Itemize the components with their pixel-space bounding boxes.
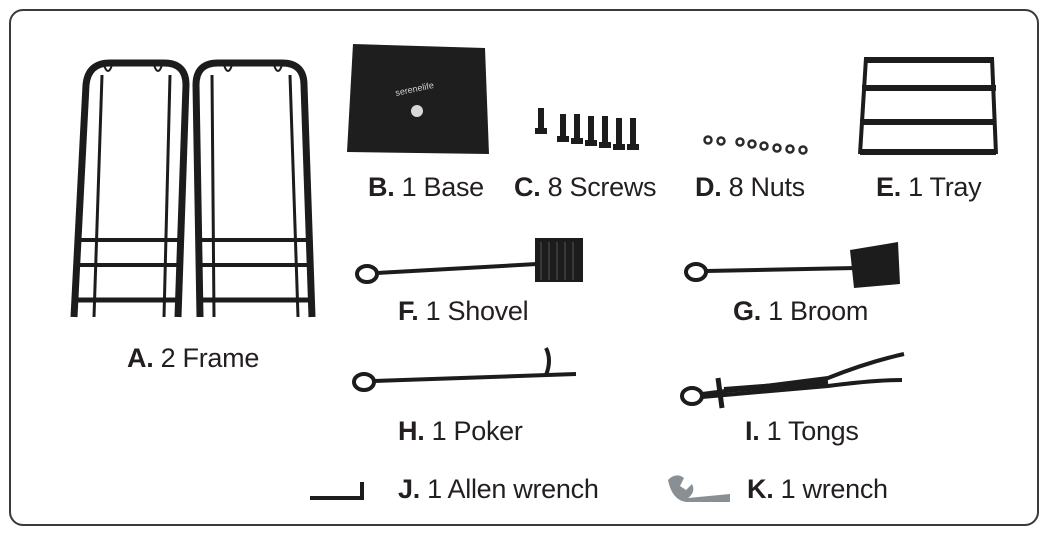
nuts-image: [703, 135, 808, 155]
part-letter-d: D.: [695, 172, 722, 202]
part-label-f: F. 1 Shovel: [398, 296, 529, 327]
part-text-j: 1 Allen wrench: [427, 474, 599, 504]
part-letter-f: F.: [398, 296, 419, 326]
part-letter-a: A.: [127, 343, 154, 373]
part-text-h: 1 Poker: [431, 416, 523, 446]
part-text-d: 8 Nuts: [728, 172, 806, 202]
part-letter-g: G.: [733, 296, 761, 326]
screws-image: [535, 108, 639, 150]
part-letter-b: B.: [368, 172, 395, 202]
tray-image: [858, 57, 998, 155]
part-text-i: 1 Tongs: [766, 416, 859, 446]
part-label-d: D. 8 Nuts: [695, 172, 805, 203]
part-letter-k: K.: [747, 474, 774, 504]
part-label-h: H. 1 Poker: [398, 416, 523, 447]
part-label-j: J. 1 Allen wrench: [398, 474, 599, 505]
base-logo-mark-icon: [411, 105, 423, 117]
part-label-c: C. 8 Screws: [514, 172, 657, 203]
part-text-c: 8 Screws: [547, 172, 657, 202]
part-label-g: G. 1 Broom: [733, 296, 868, 327]
part-text-a: 2 Frame: [160, 343, 260, 373]
shovel-image: [355, 238, 583, 284]
part-label-k: K. 1 wrench: [747, 474, 888, 505]
allen-wrench-image: [310, 482, 364, 500]
part-text-b: 1 Base: [401, 172, 485, 202]
part-label-b: B. 1 Base: [368, 172, 484, 203]
part-text-k: 1 wrench: [780, 474, 888, 504]
broom-image: [684, 242, 900, 288]
part-label-i: I. 1 Tongs: [745, 416, 859, 447]
part-letter-e: E.: [876, 172, 901, 202]
poker-image: [352, 347, 577, 392]
frame-image: [70, 59, 316, 318]
base-image: [347, 44, 489, 154]
part-text-g: 1 Broom: [768, 296, 869, 326]
part-letter-c: C.: [514, 172, 541, 202]
part-label-a: A. 2 Frame: [127, 343, 259, 374]
part-text-e: 1 Tray: [908, 172, 982, 202]
part-label-e: E. 1 Tray: [876, 172, 982, 203]
tongs-image: [680, 352, 905, 409]
part-text-f: 1 Shovel: [425, 296, 529, 326]
part-letter-i: I.: [745, 416, 760, 446]
part-letter-j: J.: [398, 474, 420, 504]
part-letter-h: H.: [398, 416, 425, 446]
wrench-image: [668, 475, 730, 502]
